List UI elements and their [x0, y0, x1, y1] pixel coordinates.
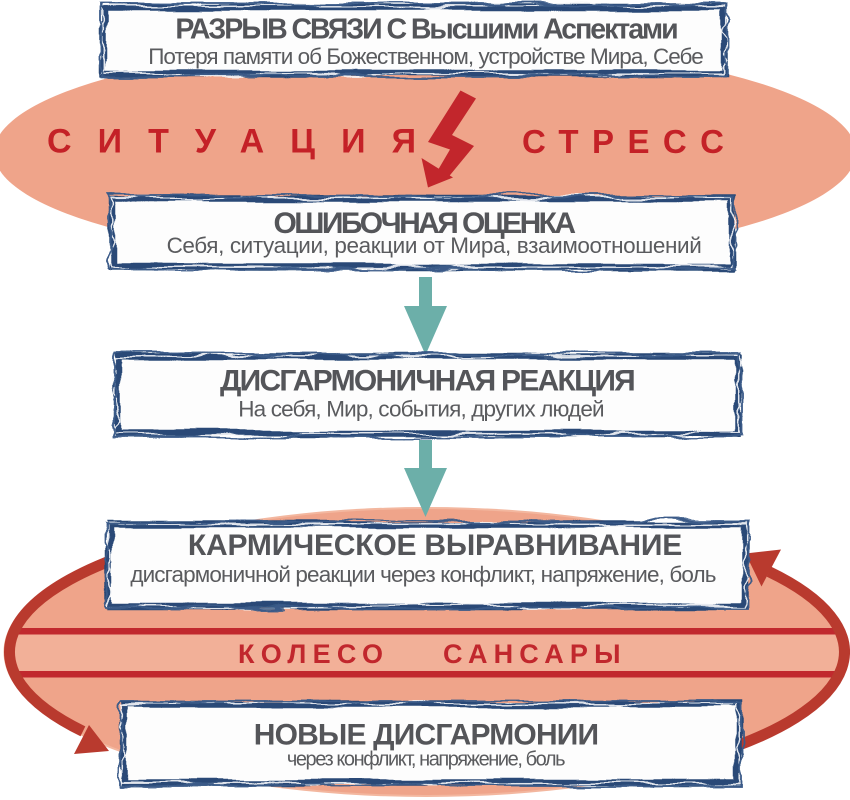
svg-text:КАРМИЧЕСКОЕ ВЫРАВНИВАНИЕ: КАРМИЧЕСКОЕ ВЫРАВНИВАНИЕ: [188, 529, 682, 562]
svg-text:ОШИБОЧНАЯ ОЦЕНКА: ОШИБОЧНАЯ ОЦЕНКА: [273, 207, 575, 240]
svg-text:САНСАРЫ: САНСАРЫ: [443, 639, 621, 669]
svg-text:Потеря памяти об Божественном,: Потеря памяти об Божественном, устройств…: [148, 44, 703, 69]
svg-text:дисгармоничной реакции через к: дисгармоничной реакции через конфликт, н…: [130, 562, 715, 587]
svg-text:НОВЫЕ ДИСГАРМОНИИ: НОВЫЕ ДИСГАРМОНИИ: [254, 719, 599, 752]
svg-text:РАЗРЫВ СВЯЗИ С Высшими Аспекта: РАЗРЫВ СВЯЗИ С Высшими Аспектами: [175, 14, 677, 46]
svg-text:Себя, ситуации, реакции от Мир: Себя, ситуации, реакции от Мира, взаимоо…: [167, 233, 702, 258]
svg-text:На себя, Мир, события, других: На себя, Мир, события, других людей: [238, 397, 604, 422]
svg-text:ДИСГАРМОНИЧНАЯ РЕАКЦИЯ: ДИСГАРМОНИЧНАЯ РЕАКЦИЯ: [220, 365, 634, 398]
svg-text:через конфликт, напряжение, бо: через конфликт, напряжение, боль: [287, 749, 565, 771]
